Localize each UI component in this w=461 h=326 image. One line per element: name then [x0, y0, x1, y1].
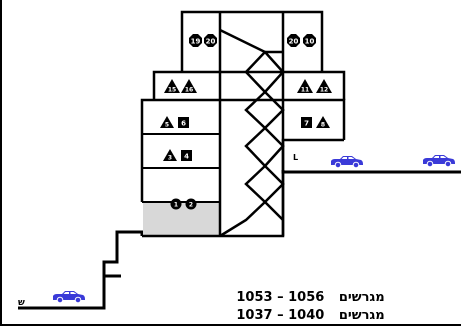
unit-number: 2 — [189, 202, 193, 209]
unit-number: 6 — [181, 120, 186, 128]
unit-number: 20 — [289, 38, 299, 46]
legend-line-2: 1037 – 1040 מגרשים — [0, 309, 461, 323]
building-outline — [140, 10, 346, 238]
unit-number: 1 — [174, 202, 178, 209]
legend-range: 1037 – 1040 — [236, 308, 325, 323]
ground-floor-fill — [143, 202, 220, 236]
floor-4-left-unit: 15 16 — [164, 79, 197, 94]
floor-3-left-unit: 5 6 — [160, 116, 189, 129]
floor-1-center-unit: 1 2 — [170, 198, 197, 210]
terrain-line-left — [18, 230, 144, 310]
unit-number: 3 — [168, 155, 172, 162]
unit-number: 12 — [320, 87, 328, 94]
legend-word: מגרשים — [338, 308, 385, 323]
left-car-label: ש — [18, 298, 25, 308]
floor-2-right-label: L — [293, 153, 298, 162]
car-icon — [422, 154, 456, 168]
floor-3-right-unit: 7 8 — [301, 116, 330, 129]
terrain-line-right — [281, 170, 461, 174]
unit-number: 5 — [165, 122, 169, 129]
legend-range: 1053 – 1056 — [236, 290, 325, 305]
top-floor-right-unit: 20 10 — [287, 34, 316, 47]
unit-number: 15 — [168, 87, 176, 94]
unit-number: 7 — [304, 120, 309, 128]
top-floor-left-unit: 19 20 — [189, 34, 217, 47]
staircase-returns — [262, 50, 285, 221]
unit-number: 4 — [184, 153, 189, 161]
legend-line-1: 1053 – 1056 מגרשים — [0, 291, 461, 305]
unit-number: 11 — [301, 87, 309, 94]
unit-number: 16 — [185, 87, 193, 94]
staircase-zigzag — [219, 28, 268, 238]
unit-number: 10 — [305, 38, 315, 46]
unit-number: 8 — [321, 122, 325, 129]
legend-word: מגרשים — [338, 290, 385, 305]
floor-4-right-unit: 11 12 — [297, 79, 332, 94]
floor-2-left-unit: 3 4 — [163, 149, 192, 162]
unit-number: 20 — [206, 38, 216, 46]
car-icon — [330, 155, 364, 169]
unit-number: 19 — [191, 38, 201, 46]
